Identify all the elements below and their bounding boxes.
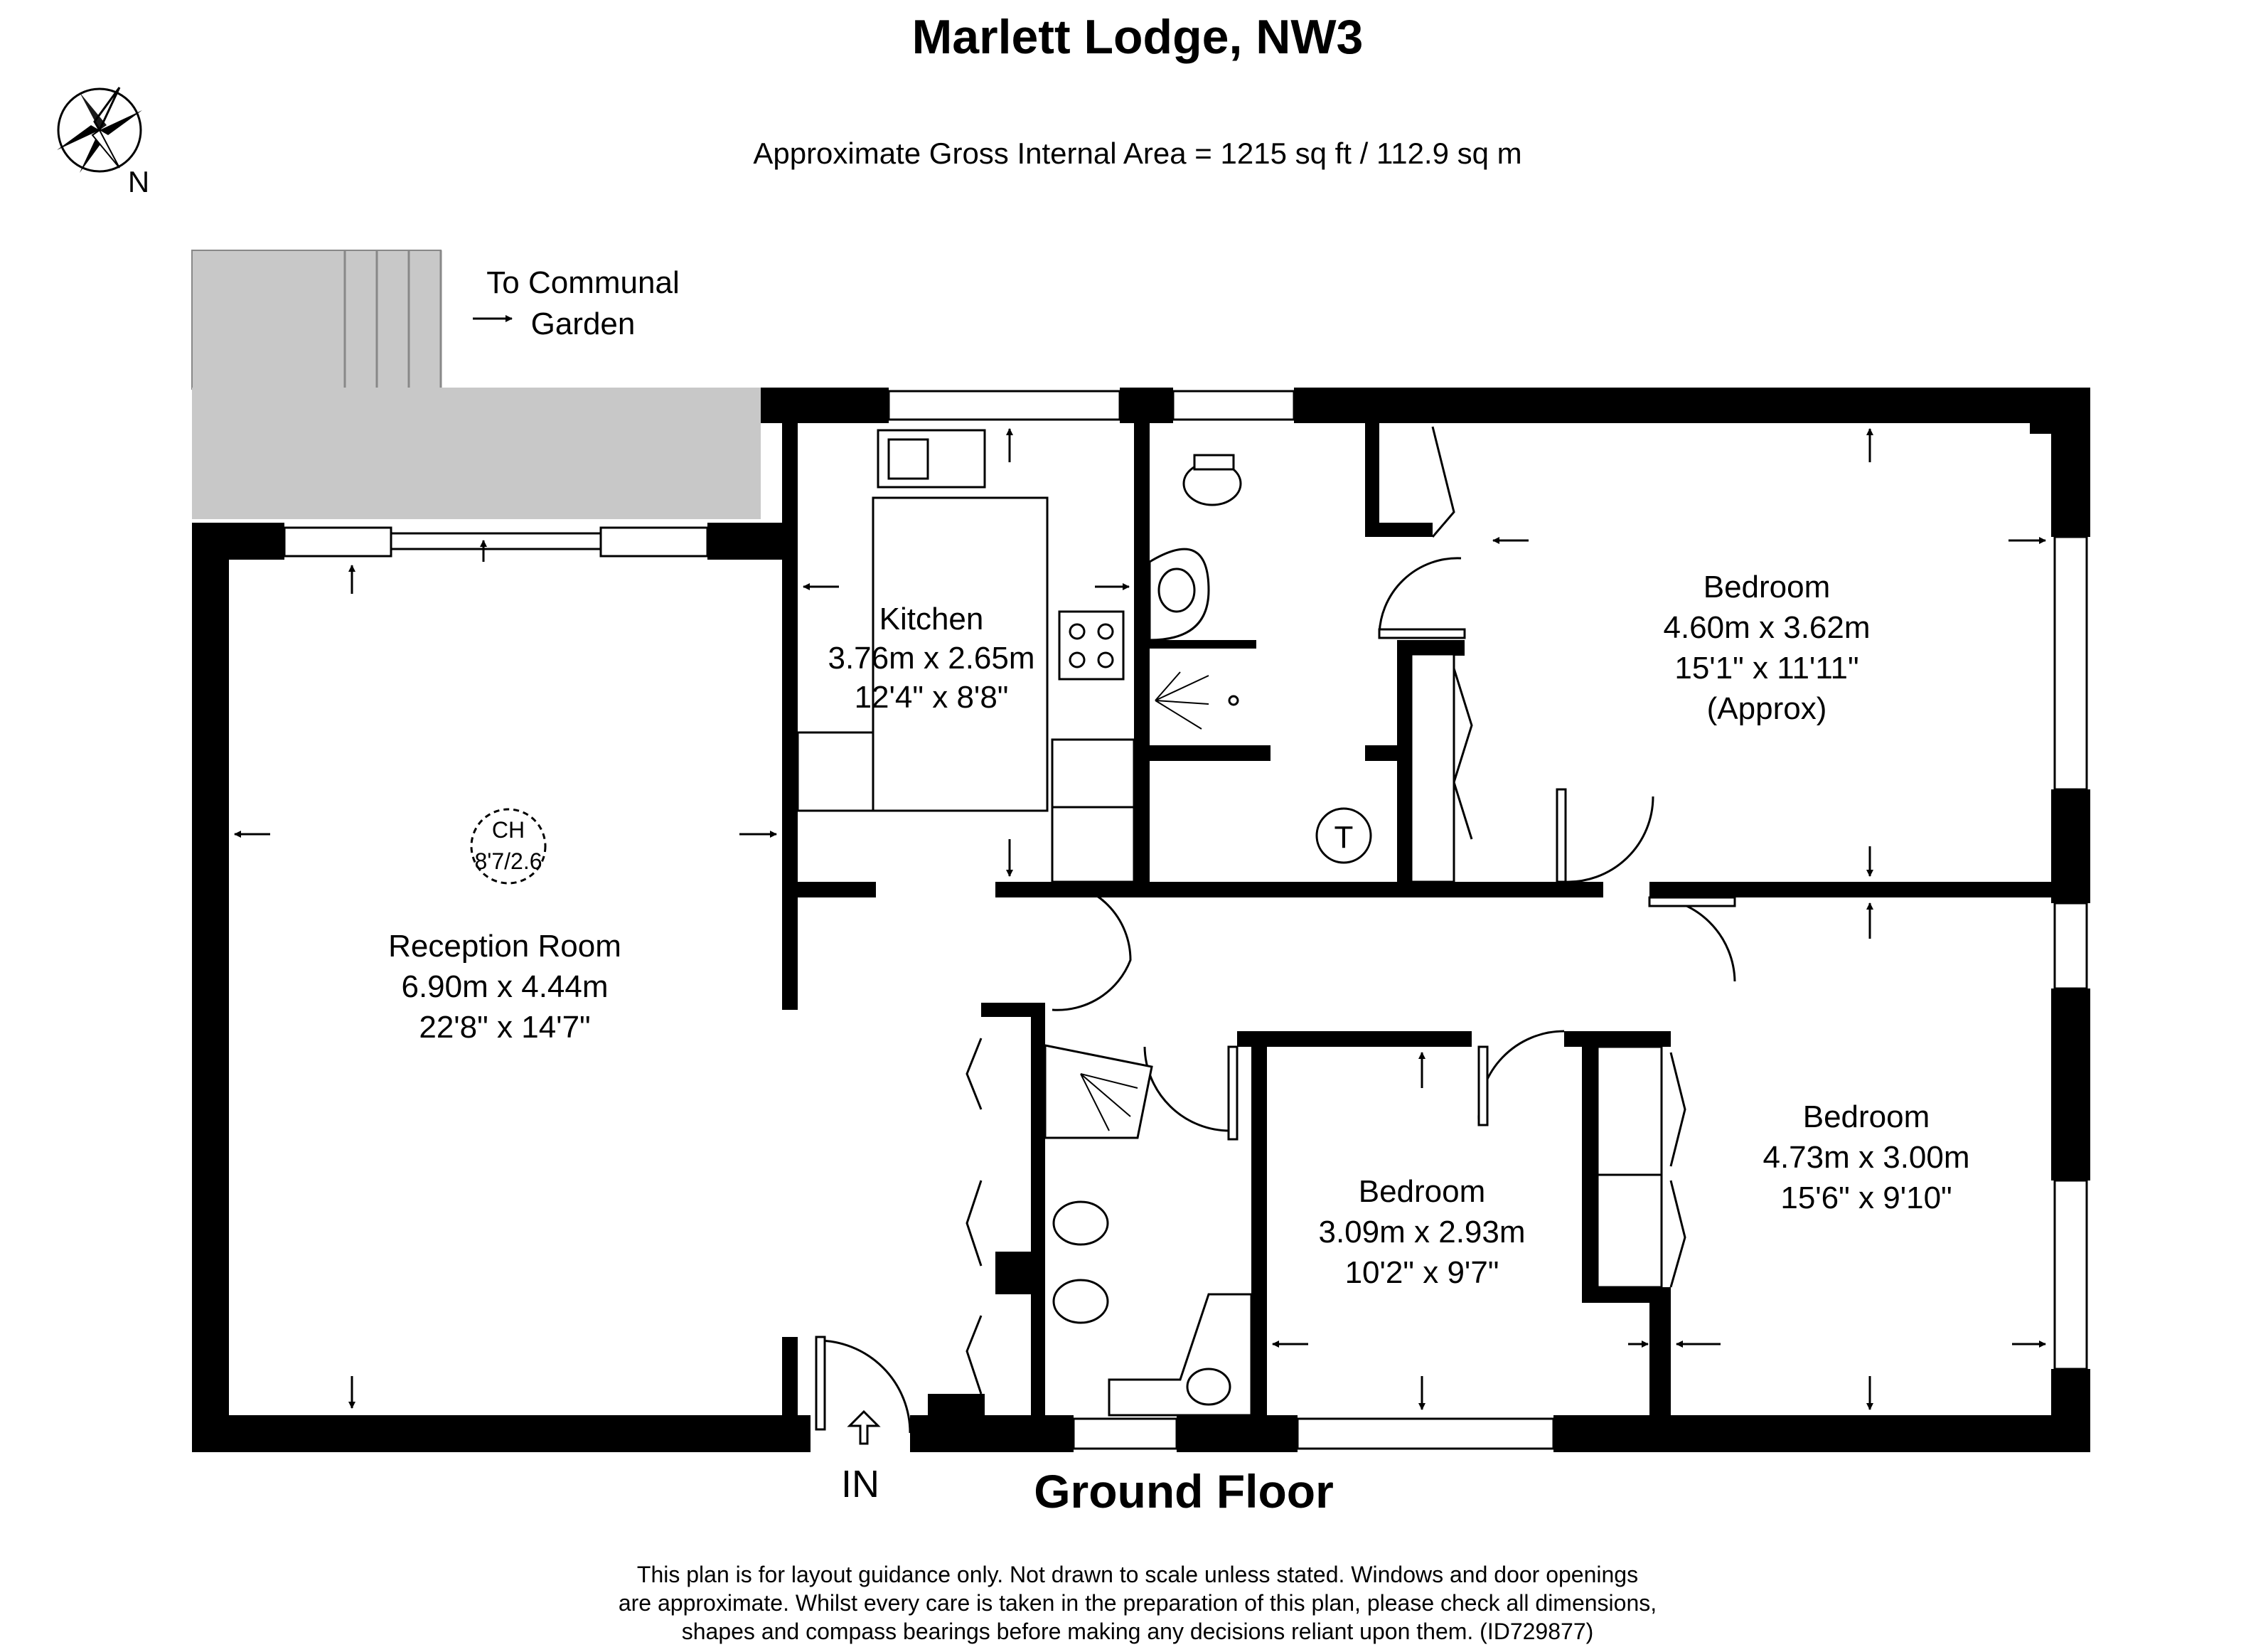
entrance-arrow-icon (847, 1409, 881, 1445)
basin2-icon (1108, 1293, 1253, 1417)
reception-label: Reception Room 6.90m x 4.44m 22'8" x 14'… (388, 929, 621, 1045)
svg-text:3.09m x 2.93m: 3.09m x 2.93m (1318, 1215, 1525, 1249)
svg-text:Bedroom: Bedroom (1803, 1099, 1930, 1134)
svg-text:22'8" x 14'7": 22'8" x 14'7" (419, 1010, 590, 1045)
shower-icon (1155, 671, 1209, 730)
entrance-door (815, 1336, 911, 1445)
svg-text:10'2" x 9'7": 10'2" x 9'7" (1345, 1255, 1499, 1290)
compass-icon (57, 87, 142, 173)
compass-north-label: N (128, 165, 149, 198)
disclaimer-line2: are approximate. Whilst every care is ta… (619, 1590, 1657, 1616)
windows (283, 390, 2088, 1450)
terrace (191, 250, 761, 519)
svg-text:15'1" x 11'11": 15'1" x 11'11" (1674, 651, 1858, 686)
bedroom3-label: Bedroom 3.09m x 2.93m 10'2" x 9'7" (1318, 1174, 1525, 1290)
kitchen-fixtures (796, 429, 1135, 883)
ceiling-height-icon (470, 808, 547, 885)
dimension-arrows (234, 428, 2046, 1410)
svg-text:15'6" x 9'10": 15'6" x 9'10" (1780, 1181, 1952, 1215)
toilet2-icon (1052, 1200, 1109, 1246)
bedroom2-label: Bedroom 4.73m x 3.00m 15'6" x 9'10" (1762, 1099, 1969, 1215)
bedroom1-label: Bedroom 4.60m x 3.62m 15'1" x 11'11" (Ap… (1663, 570, 1870, 726)
svg-text:(Approx): (Approx) (1707, 691, 1827, 726)
svg-text:12'4" x 8'8": 12'4" x 8'8" (855, 680, 1009, 715)
basin-icon (1148, 548, 1210, 641)
disclaimer-line1: This plan is for layout guidance only. N… (637, 1562, 1638, 1587)
tank-label: T (1334, 820, 1354, 855)
svg-text:Reception Room: Reception Room (388, 929, 621, 964)
svg-text:6.90m x 4.44m: 6.90m x 4.44m (401, 969, 608, 1004)
svg-text:Bedroom: Bedroom (1703, 570, 1831, 604)
svg-text:Kitchen: Kitchen (879, 602, 984, 636)
garden-label-line1: To Communal (486, 265, 679, 300)
ceiling-value: 8'7/2.6 (474, 848, 542, 874)
svg-text:3.76m x 2.65m: 3.76m x 2.65m (828, 641, 1034, 676)
plan-subtitle: Approximate Gross Internal Area = 1215 s… (753, 137, 1521, 170)
entrance-label: IN (841, 1463, 879, 1506)
walls (192, 388, 2090, 1452)
ceiling-label: CH (492, 817, 525, 843)
svg-text:Bedroom: Bedroom (1359, 1174, 1486, 1209)
wc-fixtures (1148, 454, 1242, 730)
bidet-icon (1052, 1279, 1109, 1324)
disclaimer-line3: shapes and compass bearings before makin… (682, 1619, 1594, 1644)
plan-title: Marlett Lodge, NW3 (912, 10, 1364, 64)
svg-text:4.60m x 3.62m: 4.60m x 3.62m (1663, 610, 1870, 645)
hob-icon (1058, 610, 1125, 681)
shower2-icon (1080, 1073, 1138, 1131)
bedroom1-fixtures (1378, 426, 1654, 883)
tank-icon (1315, 807, 1372, 864)
hall-fixtures (965, 880, 1736, 1417)
svg-text:4.73m x 3.00m: 4.73m x 3.00m (1762, 1140, 1969, 1175)
kitchen-label: Kitchen 3.76m x 2.65m 12'4" x 8'8" (828, 602, 1034, 715)
garden-label-line2: Garden (531, 307, 636, 341)
floor-label: Ground Floor (1034, 1465, 1334, 1518)
